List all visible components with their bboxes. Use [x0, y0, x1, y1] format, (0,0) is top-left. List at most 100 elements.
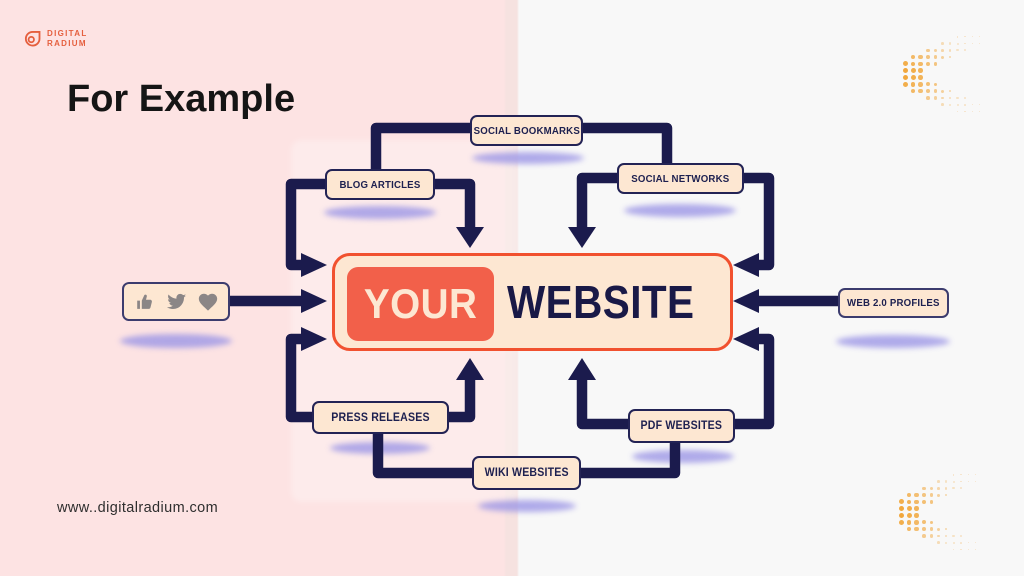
halftone-dot [918, 89, 923, 94]
shadow-social-bookmarks [472, 152, 584, 164]
halftone-dot [903, 61, 909, 67]
arrow-right-middle-icon [301, 289, 327, 313]
halftone-dot [922, 486, 926, 491]
halftone-dot [937, 480, 941, 483]
halftone-dot [918, 61, 923, 67]
shadow-engagement [120, 334, 232, 348]
halftone-dot [964, 97, 966, 99]
node-press-releases: PRESS RELEASES [312, 401, 449, 434]
halftone-dot [933, 89, 938, 93]
halftone-chevron-bottom-icon [899, 472, 985, 556]
node-social-engagement [122, 282, 230, 321]
halftone-dot [918, 55, 923, 60]
shadow-wiki-websites [478, 500, 576, 512]
shadow-blog-articles [324, 206, 436, 219]
edge-networks-side [743, 172, 775, 271]
halftone-dot [956, 103, 959, 106]
arrow-left-middle-icon [733, 289, 759, 313]
halftone-dot [910, 75, 916, 80]
node-social-bookmarks-label: SOCIAL BOOKMARKS [473, 124, 580, 137]
node-web20-profiles: WEB 2.0 PROFILES [838, 288, 949, 318]
halftone-dot [910, 88, 916, 94]
engagement-icons [134, 290, 219, 313]
node-social-networks-label: SOCIAL NETWORKS [631, 172, 730, 185]
halftone-dot [971, 42, 974, 45]
brand-name: DIGITAL RADIUM [47, 29, 88, 48]
halftone-dot [964, 49, 966, 52]
edge-pdf-up [576, 379, 628, 430]
halftone-dot [937, 541, 941, 545]
halftone-dot [941, 103, 945, 107]
center-node-your-website: YOUR WEBSITE [332, 253, 733, 351]
halftone-dot [960, 487, 962, 490]
radium-swirl-icon [24, 31, 41, 47]
page-title: For Example [67, 78, 296, 120]
halftone-dot [979, 104, 981, 106]
arrow-down-left-icon [456, 227, 484, 248]
halftone-dot [937, 493, 941, 497]
heart-icon [198, 293, 217, 311]
brand-line1: DIGITAL [47, 29, 88, 38]
halftone-dot [971, 104, 974, 106]
halftone-dot [964, 103, 966, 106]
halftone-dot [899, 512, 905, 519]
node-social-networks: SOCIAL NETWORKS [617, 163, 744, 194]
halftone-dot [910, 54, 916, 60]
halftone-dot [918, 68, 923, 74]
halftone-dot [929, 520, 934, 525]
halftone-dot [906, 513, 912, 518]
halftone-dot [933, 82, 938, 87]
halftone-dot [941, 48, 945, 52]
halftone-dot [906, 506, 912, 512]
halftone-dot [921, 499, 926, 504]
halftone-dot [926, 89, 930, 94]
halftone-dot [926, 48, 930, 53]
halftone-dot [971, 36, 974, 38]
halftone-dot [903, 74, 909, 81]
halftone-dot [906, 526, 912, 532]
halftone-dot [929, 534, 933, 538]
shadow-social-networks [624, 204, 736, 217]
halftone-dot [956, 110, 959, 113]
halftone-dot [952, 541, 955, 544]
halftone-dot [914, 493, 919, 498]
node-web20-profiles-label: WEB 2.0 PROFILES [847, 297, 940, 309]
halftone-dot [960, 541, 962, 544]
halftone-dot [933, 96, 937, 100]
node-blog-articles: BLOG ARTICLES [325, 169, 435, 200]
node-pdf-websites: PDF WEBSITES [628, 409, 735, 443]
halftone-dot [948, 55, 952, 59]
node-pdf-websites-label: PDF WEBSITES [640, 420, 723, 432]
website-url: www..digitalradium.com [57, 500, 219, 516]
node-wiki-websites: WIKI WEBSITES [472, 456, 581, 490]
halftone-dot [899, 499, 905, 505]
halftone-dot [922, 527, 926, 532]
node-wiki-websites-label: WIKI WEBSITES [484, 467, 569, 479]
halftone-dot [903, 81, 909, 87]
arrow-right-lower-icon [301, 327, 327, 351]
halftone-dot [899, 506, 905, 512]
halftone-dot [914, 513, 919, 518]
halftone-dot [948, 49, 952, 52]
halftone-dot [929, 486, 933, 490]
arrow-left-lower-icon [733, 327, 759, 351]
edge-press-to-wiki [372, 433, 472, 479]
halftone-dot [944, 487, 948, 490]
halftone-dot [906, 519, 912, 525]
halftone-dot [948, 89, 952, 93]
halftone-dot [952, 473, 955, 476]
halftone-dot [937, 527, 941, 531]
halftone-dot [937, 486, 941, 490]
edge-blog-down [435, 178, 476, 228]
halftone-dot [944, 527, 948, 531]
halftone-dot [906, 492, 912, 498]
halftone-dot [971, 110, 974, 113]
edge-networks-down [576, 172, 617, 228]
halftone-dot [956, 49, 959, 52]
halftone-dot [956, 35, 959, 38]
halftone-dot [960, 480, 962, 483]
halftone-dot [910, 68, 916, 74]
halftone-dot [914, 520, 919, 525]
